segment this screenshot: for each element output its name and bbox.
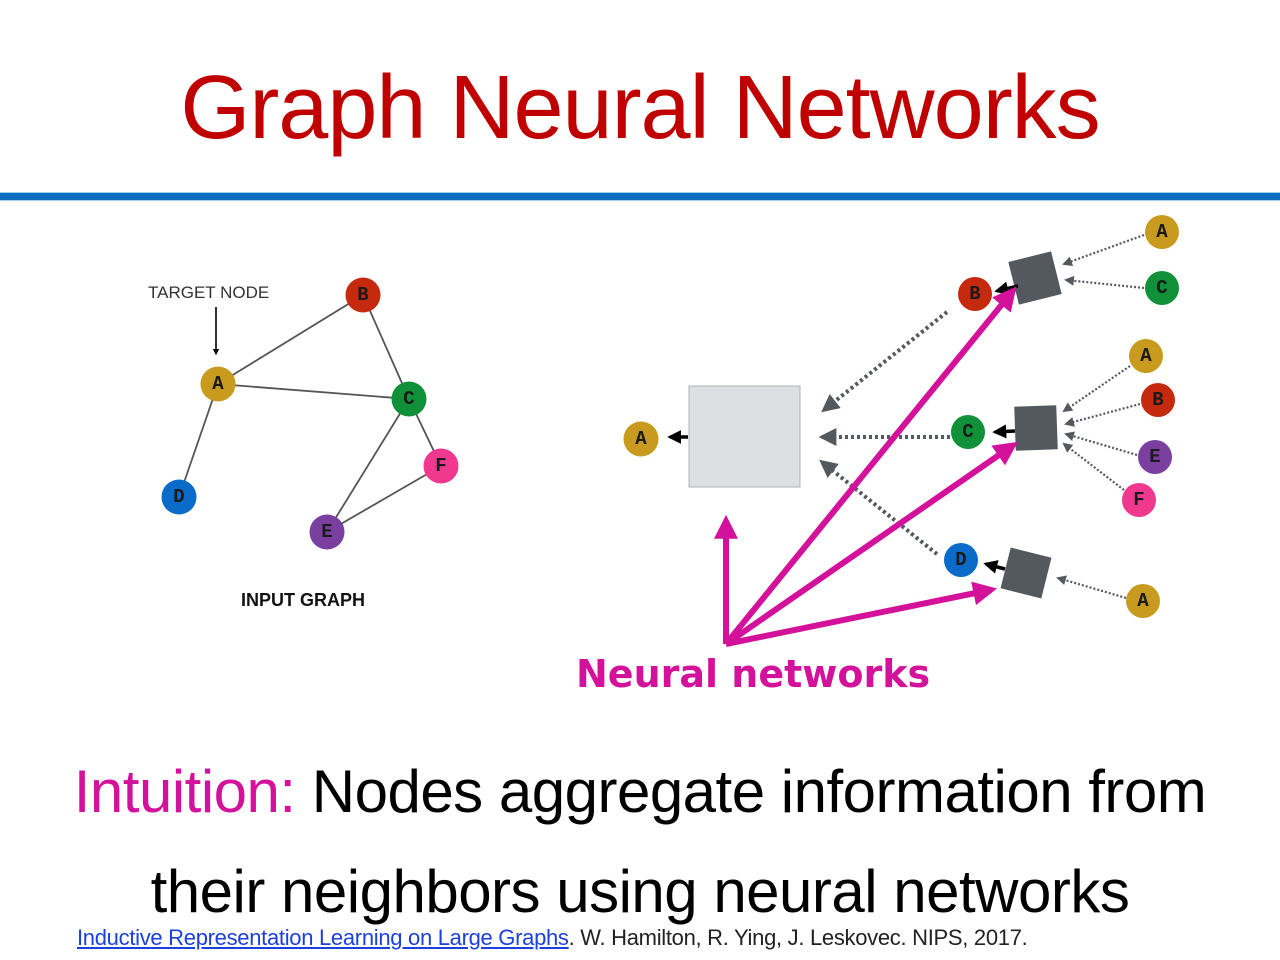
layer2-arrows	[1056, 233, 1145, 600]
arrow-D-to-root	[819, 459, 939, 556]
graph-node-B[interactable]: B	[345, 277, 381, 313]
svg-text:C: C	[403, 388, 414, 410]
aggregator-box-D	[1000, 547, 1052, 599]
svg-text:A: A	[1156, 221, 1168, 243]
computation-graph: A B C D A C A B E F A Neural networks	[576, 215, 1179, 696]
graph-node-F[interactable]: F	[423, 448, 459, 484]
node-circle-B	[1141, 383, 1175, 417]
neural-networks-label: Neural networks	[576, 652, 930, 696]
node-circle-E	[309, 514, 345, 550]
citation-link[interactable]: Inductive Representation Learning on Lar…	[77, 925, 569, 950]
input-graph-caption: INPUT GRAPH	[241, 590, 365, 610]
edge-C-E	[326, 398, 410, 533]
svg-text:A: A	[635, 428, 647, 450]
graph-node-A[interactable]: A	[200, 366, 236, 402]
node-circle-B	[958, 277, 992, 311]
arrow-E-to-aggC	[1064, 431, 1138, 457]
node-circle-D	[161, 479, 197, 515]
root-aggregator-box	[688, 385, 801, 488]
arrow-B-to-aggC	[1064, 402, 1141, 427]
svg-text:A: A	[1137, 590, 1149, 612]
arrow-F-to-aggC	[1062, 442, 1125, 491]
svg-text:D: D	[955, 549, 966, 571]
svg-text:D: D	[173, 486, 184, 508]
node-circle-A	[1145, 215, 1179, 249]
svg-text:F: F	[1133, 489, 1144, 511]
slide-title: Graph Neural Networks	[180, 58, 1100, 158]
node-circle-F	[423, 448, 459, 484]
layer2-node-B-C[interactable]: C	[1145, 271, 1179, 305]
layer1-node-D[interactable]: D	[944, 543, 978, 577]
aggregator-output-arrows	[983, 281, 1019, 574]
intuition-line-1-text: Nodes aggregate information from	[295, 758, 1207, 825]
svg-text:B: B	[969, 283, 980, 305]
node-circle-E	[1138, 440, 1172, 474]
graph-node-D[interactable]: D	[161, 479, 197, 515]
edge-A-D	[178, 383, 219, 498]
aggregator-box-C	[1014, 405, 1058, 451]
node-circle-C	[951, 415, 985, 449]
intuition-line-1: Intuition: Nodes aggregate information f…	[0, 742, 1280, 842]
graph-node-C[interactable]: C	[391, 381, 427, 417]
svg-text:E: E	[321, 521, 332, 543]
neural-network-arrows	[714, 286, 1018, 647]
edge-A-B	[217, 294, 364, 385]
layer2-node-C-E[interactable]: E	[1138, 440, 1172, 474]
input-graph: TARGET NODE A B C D E F INPUT GRAPH	[148, 277, 459, 610]
arrow-A-to-aggB	[1062, 233, 1145, 266]
arrow-B-to-root	[821, 310, 949, 413]
nn-arrow-aggD	[725, 581, 998, 647]
arrow-C-to-aggB	[1064, 275, 1145, 290]
edge-B-C	[362, 294, 410, 400]
node-circle-C	[391, 381, 427, 417]
node-circle-F	[1122, 483, 1156, 517]
svg-text:B: B	[1152, 389, 1163, 411]
intuition-keyword: Intuition:	[73, 758, 296, 825]
graph-node-E[interactable]: E	[309, 514, 345, 550]
node-circle-D	[944, 543, 978, 577]
node-circle-A	[200, 366, 236, 402]
intuition-line-2: their neighbors using neural networks	[150, 858, 1130, 925]
aggC-output-arrow	[992, 424, 1016, 439]
nn-arrow-aggB	[723, 286, 1017, 646]
arrow-A-to-aggC	[1062, 365, 1131, 413]
node-circle-A	[1129, 339, 1163, 373]
svg-text:C: C	[1156, 277, 1167, 299]
node-circle-A	[1126, 584, 1160, 618]
svg-text:C: C	[962, 421, 973, 443]
svg-text:F: F	[435, 455, 446, 477]
svg-text:A: A	[212, 373, 224, 395]
layer1-to-root-arrows	[818, 310, 950, 556]
target-node-label: TARGET NODE	[148, 283, 269, 302]
title-divider	[0, 192, 1280, 201]
node-circle-C	[1145, 271, 1179, 305]
svg-text:B: B	[357, 284, 368, 306]
layer1-node-B[interactable]: B	[958, 277, 992, 311]
aggD-output-arrow	[983, 560, 1006, 574]
svg-text:E: E	[1149, 446, 1160, 468]
edge-E-F	[326, 465, 442, 533]
layer2-node-C-F[interactable]: F	[1122, 483, 1156, 517]
aggregator-box-B	[1008, 251, 1062, 305]
root-node-A[interactable]: A	[623, 421, 659, 457]
layer2-node-B-A[interactable]: A	[1145, 215, 1179, 249]
citation-authors: . W. Hamilton, R. Ying, J. Leskovec. NIP…	[568, 925, 1028, 950]
edge-A-C	[217, 383, 410, 400]
layer1-node-C[interactable]: C	[951, 415, 985, 449]
layer2-node-C-A[interactable]: A	[1129, 339, 1163, 373]
layer2-node-C-B[interactable]: B	[1141, 383, 1175, 417]
citation: Inductive Representation Learning on Lar…	[77, 925, 1028, 951]
aggB-output-arrow	[994, 281, 1019, 296]
svg-text:A: A	[1140, 345, 1152, 367]
nn-arrow-aggC	[724, 441, 1018, 647]
layer2-node-D-A[interactable]: A	[1126, 584, 1160, 618]
arrow-A-to-aggD	[1056, 575, 1127, 600]
node-circle-B	[345, 277, 381, 313]
node-circle-A	[623, 421, 659, 457]
intuition-text: Intuition: Nodes aggregate information f…	[0, 742, 1280, 942]
